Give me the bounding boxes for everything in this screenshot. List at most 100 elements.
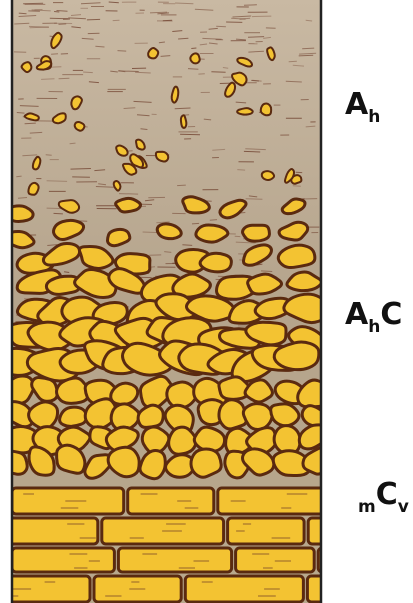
pebble [181, 115, 186, 128]
pebble [75, 122, 85, 131]
root-streak [70, 143, 76, 144]
root-streak [118, 51, 127, 52]
root-streak [163, 20, 172, 21]
root-streak [135, 72, 151, 73]
pebble [28, 183, 38, 195]
root-streak [289, 61, 297, 62]
bedrock-block [118, 548, 231, 572]
stone [274, 342, 319, 370]
stone [7, 206, 33, 222]
root-streak [182, 245, 192, 246]
root-streak [87, 19, 100, 20]
horizon-label-mcv: mCv [358, 480, 409, 510]
root-streak [41, 79, 54, 80]
stone [169, 427, 197, 454]
horizon-ahc-main1: A [345, 297, 368, 332]
pebble [172, 87, 179, 103]
horizon-ah-main: A [345, 87, 368, 122]
root-streak [244, 151, 260, 152]
bedrock-block [128, 488, 214, 514]
stone [245, 380, 272, 402]
root-streak [299, 55, 314, 56]
stone [60, 407, 87, 426]
root-streak [51, 54, 58, 55]
stone [271, 404, 299, 426]
root-streak [252, 16, 271, 17]
bedrock-block [236, 548, 315, 572]
stone [157, 224, 181, 239]
root-streak [210, 220, 217, 221]
root-streak [211, 72, 225, 73]
horizon-mcv-main: C [376, 477, 398, 512]
pebble [190, 53, 199, 63]
root-streak [30, 132, 42, 133]
root-streak [47, 181, 68, 182]
pebble [22, 62, 32, 72]
root-streak [54, 12, 59, 13]
pebble [261, 104, 271, 116]
root-streak [25, 123, 36, 124]
root-streak [159, 42, 165, 43]
bedrock-block [0, 518, 98, 544]
stone [29, 402, 58, 429]
bedrock-block [12, 548, 114, 572]
root-streak [306, 20, 312, 21]
stone [2, 451, 27, 475]
root-streak [23, 3, 43, 4]
stone [194, 427, 224, 451]
stone [243, 225, 270, 241]
horizon-mcv-sub: v [398, 497, 409, 517]
root-streak [59, 24, 67, 25]
root-streak [83, 72, 93, 73]
root-streak [71, 169, 91, 170]
root-streak [96, 187, 114, 188]
root-streak [261, 271, 272, 272]
bedrock-layer [0, 488, 413, 602]
bedrock-block [318, 548, 401, 572]
bedrock-block [185, 576, 303, 602]
root-streak [302, 48, 314, 49]
root-streak [178, 38, 188, 39]
horizon-ahc-sub: h [368, 317, 380, 337]
stone [4, 376, 34, 403]
root-streak [192, 223, 199, 224]
horizon-ah-sub: h [368, 107, 380, 127]
stone [299, 425, 332, 449]
root-streak [293, 186, 301, 187]
horizon-mcv-pre: m [358, 497, 376, 517]
stone [278, 245, 315, 267]
pebble [156, 152, 168, 162]
stone [116, 198, 141, 212]
root-streak [54, 213, 63, 214]
stone [167, 382, 197, 408]
root-streak [119, 194, 138, 195]
stone [107, 229, 129, 245]
root-streak [244, 5, 257, 6]
horizon-label-ahc: AhC [345, 300, 402, 330]
root-streak [248, 37, 264, 38]
stone [191, 449, 221, 477]
root-streak [17, 113, 25, 114]
root-streak [191, 48, 196, 49]
root-streak [109, 2, 119, 3]
horizon-ahc-main2: C [380, 297, 402, 332]
stone [196, 225, 228, 242]
pebble [237, 108, 253, 115]
root-streak [46, 155, 52, 156]
root-streak [216, 26, 226, 27]
stone [138, 405, 163, 427]
pebble [148, 48, 158, 58]
root-streak [19, 13, 27, 14]
root-streak [118, 71, 139, 72]
stone [243, 404, 272, 430]
root-streak [16, 176, 21, 177]
pebble [262, 171, 274, 180]
stone [200, 253, 231, 272]
root-streak [59, 78, 70, 79]
horizon-label-ah: Ah [345, 90, 380, 120]
root-streak [237, 170, 245, 171]
stone [302, 406, 327, 427]
bedrock-block [307, 576, 413, 602]
stone [111, 383, 138, 404]
root-streak [175, 3, 193, 4]
